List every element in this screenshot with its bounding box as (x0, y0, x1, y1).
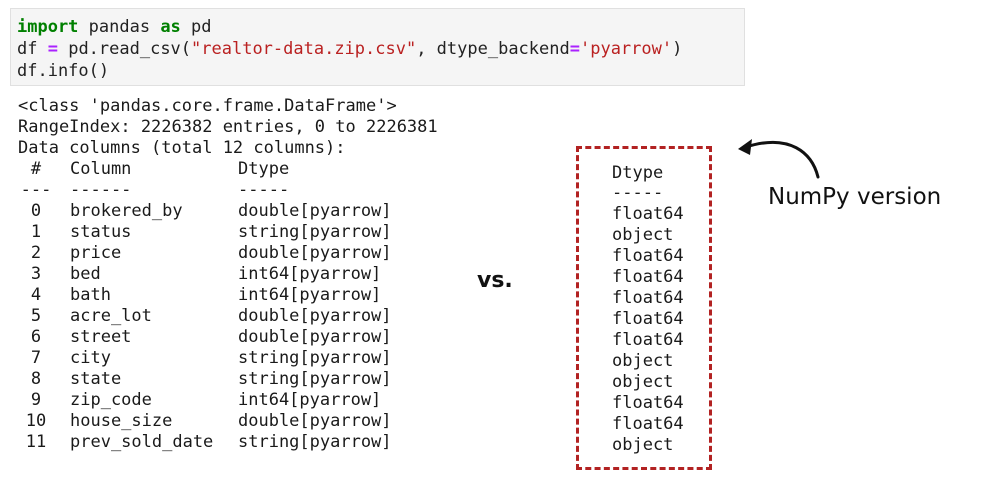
code-cell[interactable]: import pandas as pd df = pd.read_csv("re… (10, 8, 745, 86)
code-line-2: df = pd.read_csv("realtor-data.zip.csv",… (17, 38, 682, 60)
row-dtype: string[pyarrow] (238, 432, 392, 452)
numpy-header: Dtype (612, 163, 664, 183)
code-line-2-d: ) (672, 39, 683, 59)
as-keyword: as (160, 17, 181, 37)
row-column-name: house_size (70, 411, 173, 431)
numpy-dtype: float64 (612, 309, 684, 329)
numpy-dtype: float64 (612, 246, 684, 266)
code-line-2-a: df (17, 39, 48, 59)
kwarg-operator: = (569, 39, 580, 59)
numpy-dtype: object (612, 351, 674, 371)
row-column-name: state (70, 369, 122, 389)
row-dtype: int64[pyarrow] (238, 285, 382, 305)
numpy-dtype: object (612, 435, 674, 455)
row-dtype: int64[pyarrow] (238, 264, 382, 284)
code-line-3: df.info() (17, 61, 110, 81)
row-column-name: street (70, 327, 132, 347)
header-dtype: Dtype (238, 159, 290, 179)
row-dtype: double[pyarrow] (238, 243, 392, 263)
numpy-separator: ----- (612, 183, 664, 203)
curved-arrow-icon (738, 139, 820, 179)
numpy-version-label: NumPy version (768, 184, 942, 210)
code-line-1: import pandas as pd (17, 16, 212, 38)
row-index: 10 (25, 411, 47, 431)
numpy-dtype: float64 (612, 330, 684, 350)
row-dtype: double[pyarrow] (238, 411, 392, 431)
numpy-dtype: float64 (612, 267, 684, 287)
row-dtype: int64[pyarrow] (238, 390, 382, 410)
row-column-name: status (70, 222, 132, 242)
separator-index: --- (20, 180, 52, 200)
code-line-2-c: , dtype_backend (416, 39, 570, 59)
row-index: 3 (30, 264, 42, 284)
output-columns-line: Data columns (total 12 columns): (18, 138, 346, 158)
header-index: # (30, 159, 42, 179)
module-name: pandas (78, 17, 161, 37)
separator-dtype: ----- (238, 180, 290, 200)
row-column-name: bath (70, 285, 111, 305)
output-class-line: <class 'pandas.core.frame.DataFrame'> (18, 96, 397, 116)
numpy-dtype: float64 (612, 204, 684, 224)
row-dtype: string[pyarrow] (238, 222, 392, 242)
row-column-name: prev_sold_date (70, 432, 214, 452)
backend-string: 'pyarrow' (579, 39, 673, 59)
row-index: 7 (30, 348, 42, 368)
vs-label: vs. (477, 268, 513, 293)
numpy-dtype: float64 (612, 288, 684, 308)
row-column-name: brokered_by (70, 201, 183, 221)
row-column-name: price (70, 243, 122, 263)
row-index: 8 (30, 369, 42, 389)
filename-string: "realtor-data.zip.csv" (191, 39, 417, 59)
row-index: 11 (25, 432, 47, 452)
row-dtype: double[pyarrow] (238, 306, 392, 326)
row-index: 2 (30, 243, 42, 263)
output-range-line: RangeIndex: 2226382 entries, 0 to 222638… (18, 117, 438, 137)
row-dtype: double[pyarrow] (238, 327, 392, 347)
import-keyword: import (17, 17, 79, 37)
row-dtype: double[pyarrow] (238, 201, 392, 221)
row-index: 1 (30, 222, 42, 242)
numpy-dtype: object (612, 372, 674, 392)
numpy-dtype: float64 (612, 414, 684, 434)
row-index: 9 (30, 390, 42, 410)
row-column-name: acre_lot (70, 306, 152, 326)
row-column-name: city (70, 348, 111, 368)
row-dtype: string[pyarrow] (238, 348, 392, 368)
row-dtype: string[pyarrow] (238, 369, 392, 389)
row-index: 0 (30, 201, 42, 221)
numpy-dtype-box (576, 146, 712, 470)
row-index: 5 (30, 306, 42, 326)
numpy-dtype: object (612, 225, 674, 245)
row-index: 6 (30, 327, 42, 347)
row-index: 4 (30, 285, 42, 305)
numpy-dtype: float64 (612, 393, 684, 413)
module-alias: pd (180, 17, 212, 37)
assign-operator: = (47, 39, 58, 59)
separator-column: ------ (70, 180, 132, 200)
code-line-2-b: pd.read_csv( (57, 39, 192, 59)
header-column: Column (70, 159, 132, 179)
row-column-name: zip_code (70, 390, 152, 410)
row-column-name: bed (70, 264, 101, 284)
